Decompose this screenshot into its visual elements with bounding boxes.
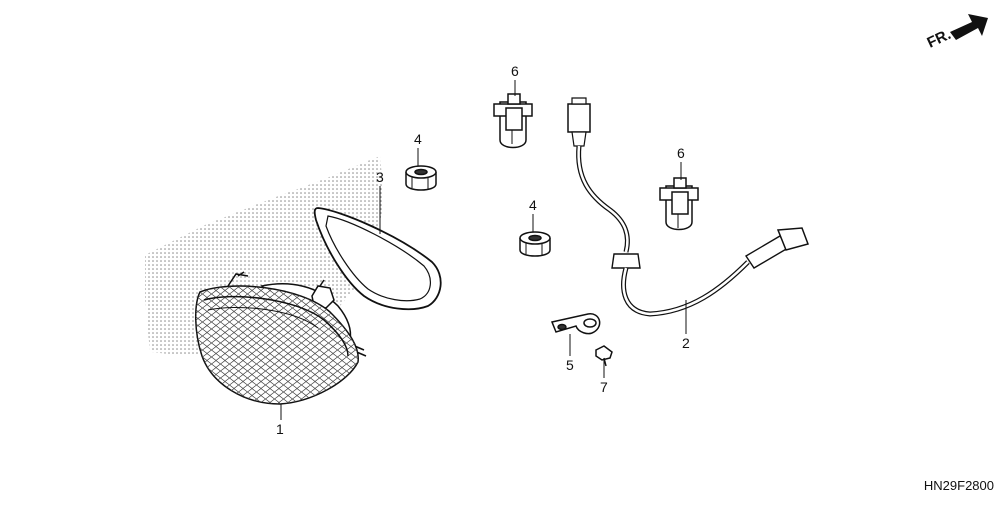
- bulb-socket-upper: [493, 93, 533, 149]
- bolt: [595, 345, 613, 367]
- drawing-code: HN29F2800: [924, 478, 994, 493]
- callout-2: 2: [682, 335, 690, 351]
- callout-4-upper: 4: [414, 131, 422, 147]
- front-direction-arrow: FR.: [925, 14, 988, 52]
- lens-gasket: [313, 207, 442, 311]
- grommet-lower: [519, 231, 551, 257]
- tail-light-assembly: [194, 271, 367, 405]
- callout-5: 5: [566, 357, 574, 373]
- bulb-socket-lower: [659, 177, 699, 231]
- callouts: 1 2 3 4 4 5 6 6 7: [276, 63, 690, 437]
- callout-6-lower: 6: [677, 145, 685, 161]
- leader-lines: [280, 80, 687, 420]
- front-direction-label: FR.: [925, 26, 954, 52]
- callout-1: 1: [276, 421, 284, 437]
- grommet-upper: [405, 165, 437, 191]
- callout-3: 3: [376, 169, 384, 185]
- callout-6-upper: 6: [511, 63, 519, 79]
- callout-4-lower: 4: [529, 197, 537, 213]
- callout-7: 7: [600, 379, 608, 395]
- wire-harness: [567, 97, 809, 317]
- harness-clamp: [550, 313, 601, 335]
